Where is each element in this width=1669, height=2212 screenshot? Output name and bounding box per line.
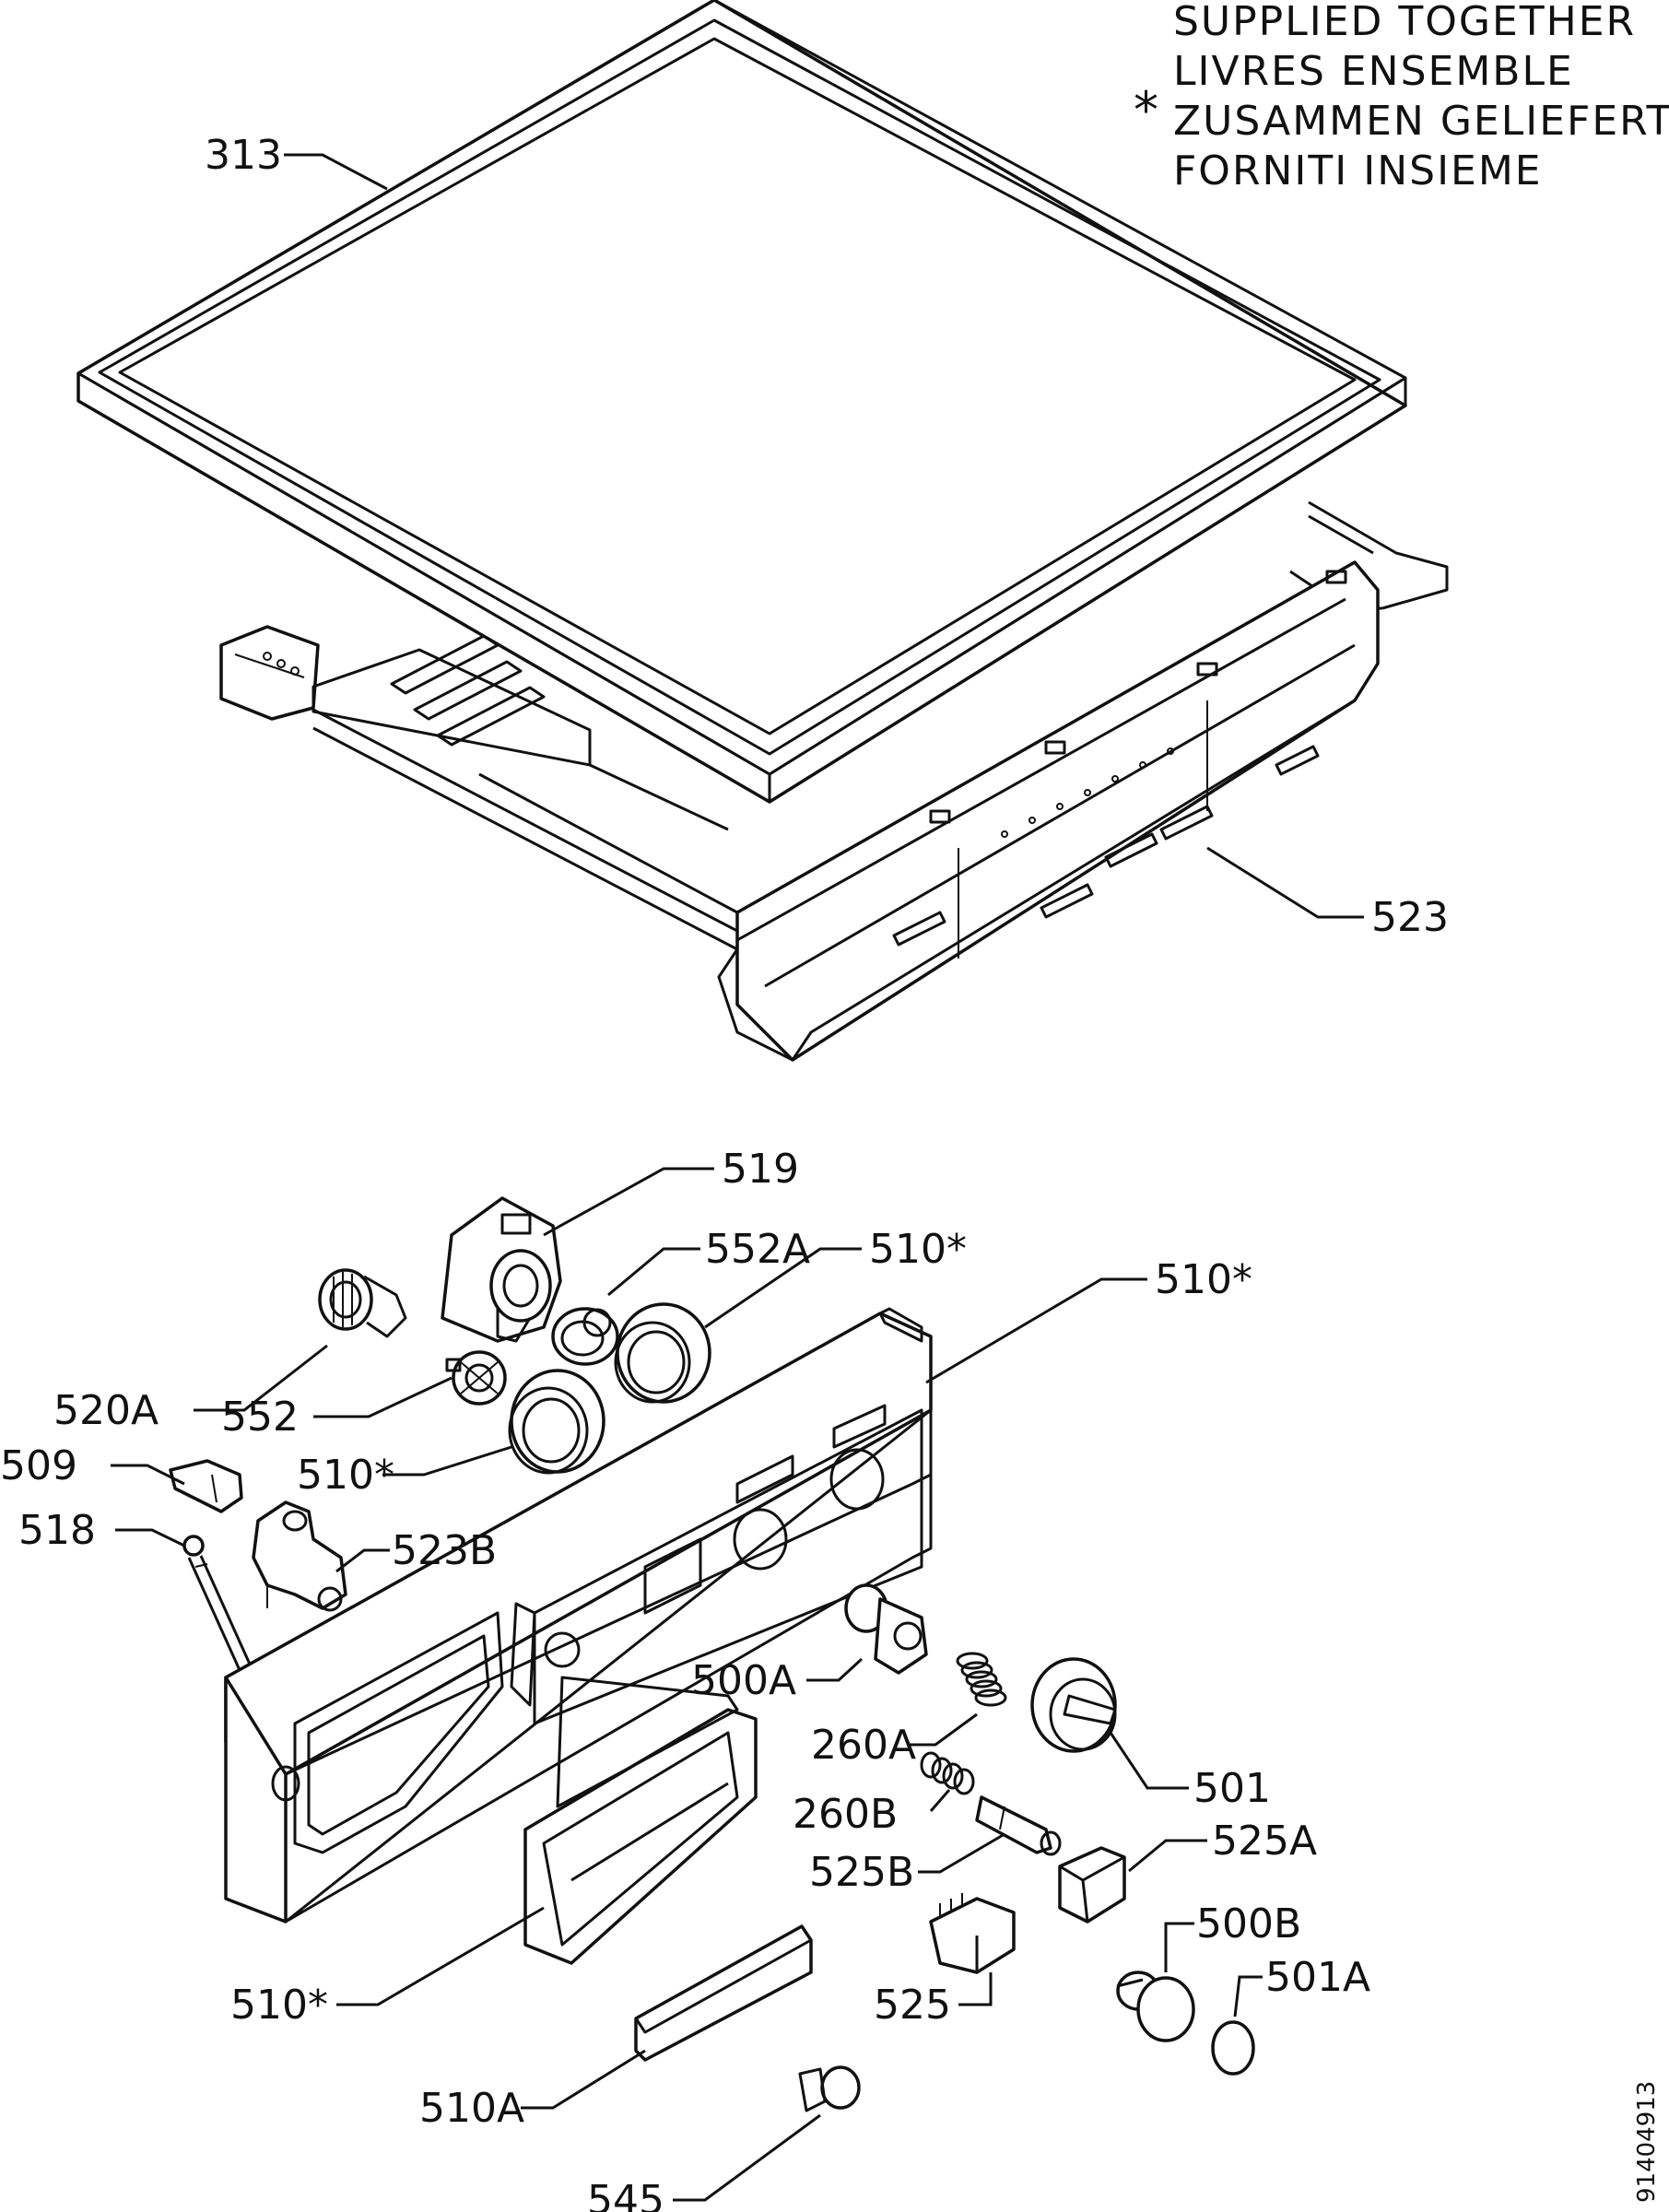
leader-lines xyxy=(111,153,1364,2202)
part-519 xyxy=(441,1196,562,1343)
label-523: 523 xyxy=(1371,894,1449,941)
legend-line-1: SUPPLIED TOGETHER xyxy=(1173,0,1636,45)
label-510-knob-top: 510* xyxy=(869,1226,967,1273)
part-509 xyxy=(169,1459,243,1513)
part-313-lid xyxy=(76,0,1407,804)
label-510-drawer: 510* xyxy=(230,1982,328,2029)
legend-asterisk: * xyxy=(1134,81,1160,139)
part-523B xyxy=(252,1500,347,1612)
part-501 xyxy=(1030,1657,1117,1753)
label-545: 545 xyxy=(587,2177,664,2212)
part-labels: 313 523 519 552A 510* 510* 520A 552 510*… xyxy=(0,132,1449,2212)
part-500A xyxy=(844,1583,928,1675)
label-520A: 520A xyxy=(53,1387,159,1434)
part-523-frame xyxy=(219,500,1449,1062)
label-510-knob-low: 510* xyxy=(297,1452,394,1499)
label-500B: 500B xyxy=(1196,1900,1301,1947)
part-510-drawer xyxy=(523,1676,758,1965)
legend-line-4: FORNITI INSIEME xyxy=(1173,147,1543,194)
part-510-knob-upper xyxy=(614,1302,711,1404)
label-313: 313 xyxy=(205,132,282,179)
drawing-number: 91404913 xyxy=(1633,2081,1661,2203)
part-552 xyxy=(445,1350,507,1406)
label-510-panel: 510* xyxy=(1155,1256,1252,1303)
part-525 xyxy=(929,1893,1016,1974)
part-510-panel xyxy=(224,1307,933,1924)
part-500B xyxy=(1116,1971,1195,2042)
part-525B xyxy=(975,1795,1062,1856)
label-552: 552 xyxy=(221,1394,299,1441)
label-501A: 501A xyxy=(1265,1954,1370,2001)
label-260B: 260B xyxy=(793,1791,898,1838)
legend: SUPPLIED TOGETHER LIVRES ENSEMBLE * ZUSA… xyxy=(1134,0,1669,194)
label-509: 509 xyxy=(0,1442,77,1489)
part-518 xyxy=(182,1535,253,1671)
label-523B: 523B xyxy=(392,1527,497,1574)
label-525A: 525A xyxy=(1212,1818,1317,1865)
legend-line-3: ZUSAMMEN GELIEFERT xyxy=(1173,98,1669,145)
label-260A: 260A xyxy=(811,1722,916,1769)
label-519: 519 xyxy=(722,1146,799,1193)
label-510A: 510A xyxy=(419,2085,524,2132)
label-518: 518 xyxy=(18,1507,96,1554)
part-260B-spring xyxy=(920,1751,975,1795)
label-525B: 525B xyxy=(809,1849,914,1896)
part-545 xyxy=(798,2065,861,2112)
part-510A xyxy=(634,1924,813,2062)
label-501: 501 xyxy=(1193,1765,1271,1812)
part-501A xyxy=(1211,2020,1255,2076)
part-510-knob-lower xyxy=(508,1369,605,1475)
label-525: 525 xyxy=(874,1982,951,2029)
part-520A xyxy=(318,1268,407,1338)
label-552A: 552A xyxy=(705,1226,810,1273)
label-500A: 500A xyxy=(691,1657,796,1704)
legend-line-2: LIVRES ENSEMBLE xyxy=(1173,48,1574,95)
part-260A-spring xyxy=(956,1652,1007,1707)
part-552A xyxy=(551,1307,619,1366)
part-525A xyxy=(1058,1846,1126,1924)
